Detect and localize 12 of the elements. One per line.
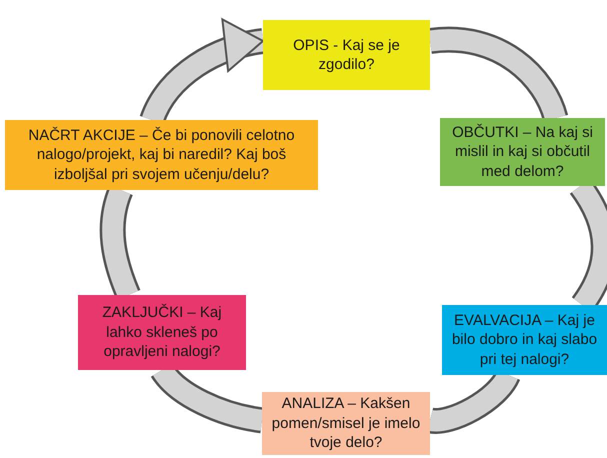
stage-box xyxy=(440,118,605,186)
stage-text: OBČUTKI – Na kaj si mislil in kaj si občutil med delom? xyxy=(451,122,594,182)
stage-text: EVALVACIJA – Kaj je bilo dobro in kaj slabo pri tej nalogi? xyxy=(450,310,598,370)
stage-text: OPIS - Kaj se je zgodilo? xyxy=(292,36,401,74)
stage-box xyxy=(442,305,607,375)
stage-text: ZAKLJUČKI – Kaj lahko skleneš po opravljeni nalogi? xyxy=(101,303,223,362)
stage-box xyxy=(262,392,430,455)
stage-box xyxy=(78,295,246,370)
stage-box xyxy=(263,20,430,90)
stage-box xyxy=(5,120,318,190)
stage-text: NAČRT AKCIJE – Če bi ponovili celotno nalogo/projekt, kaj bi naredil? Kaj boš izboljšal pri svojem učenju/delu? xyxy=(27,126,296,184)
stage-text: ANALIZA – Kakšen pomen/smisel je imelo tvoje delo? xyxy=(270,394,422,453)
